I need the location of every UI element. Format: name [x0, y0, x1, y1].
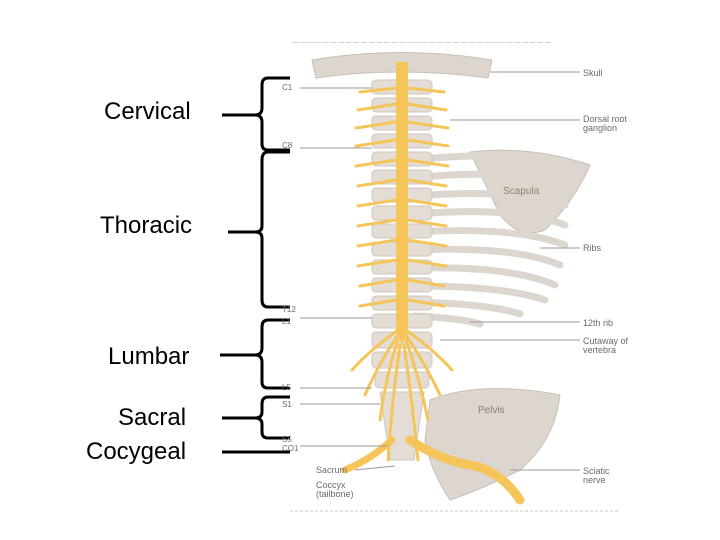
vertebra-label-l1: L1	[282, 317, 291, 326]
sciatic-nerve-right	[405, 435, 525, 505]
vertebra-label-c1: C1	[282, 83, 293, 92]
bracket-sacral	[222, 395, 290, 440]
label-sciatic-line1: Sciatic	[583, 466, 610, 476]
bracket-thoracic	[228, 150, 290, 309]
vertebra-label-l5: L5	[282, 383, 291, 392]
region-brackets	[220, 76, 290, 454]
label-cutaway-line2: vertebra	[583, 345, 617, 355]
label-sciatic-line2: nerve	[583, 475, 606, 485]
leader-lines	[300, 71, 580, 471]
label-ribs: Ribs	[583, 243, 602, 253]
label-12th-rib: 12th rib	[583, 318, 614, 328]
region-label-lumbar: Lumbar	[108, 343, 190, 370]
region-label-thoracic: Thoracic	[100, 212, 193, 239]
spinal-cord	[396, 62, 408, 345]
vertebra-label-c8: C8	[282, 141, 293, 150]
label-coccyx-line1: Coccyx	[316, 480, 346, 490]
label-skull: Skull	[583, 68, 603, 78]
vertebra-label-t12: T12	[282, 305, 296, 314]
region-label-cocygeal: Cocygeal	[86, 438, 187, 465]
nerves-right	[402, 86, 454, 462]
bracket-lumbar	[220, 318, 290, 390]
label-scapula: Scapula	[503, 186, 540, 197]
copyright-line: — — — — — — — — — — — — — — — — — — — — …	[292, 40, 552, 46]
sciatic-nerve-left	[341, 436, 396, 474]
label-dorsal-root-line1: Dorsal root	[583, 114, 628, 124]
vertebra-label-s1: S1	[282, 400, 292, 409]
pelvis-shape	[424, 388, 561, 501]
vertebra-label-s5: S5	[282, 435, 292, 444]
label-coccyx-line2: (tailbone)	[316, 489, 354, 499]
label-sacrum: Sacrum	[316, 465, 348, 475]
region-label-cervical: Cervical	[104, 98, 191, 125]
footer-rule	[290, 510, 620, 512]
label-dorsal-root-line2: ganglion	[583, 123, 618, 133]
region-label-sacral: Sacral	[118, 404, 187, 431]
bracket-cervical	[222, 76, 290, 152]
label-pelvis: Pelvis	[478, 405, 505, 416]
vertebra-label-co1: CO1	[282, 444, 299, 453]
label-cutaway-line1: Cutaway of	[583, 336, 629, 346]
